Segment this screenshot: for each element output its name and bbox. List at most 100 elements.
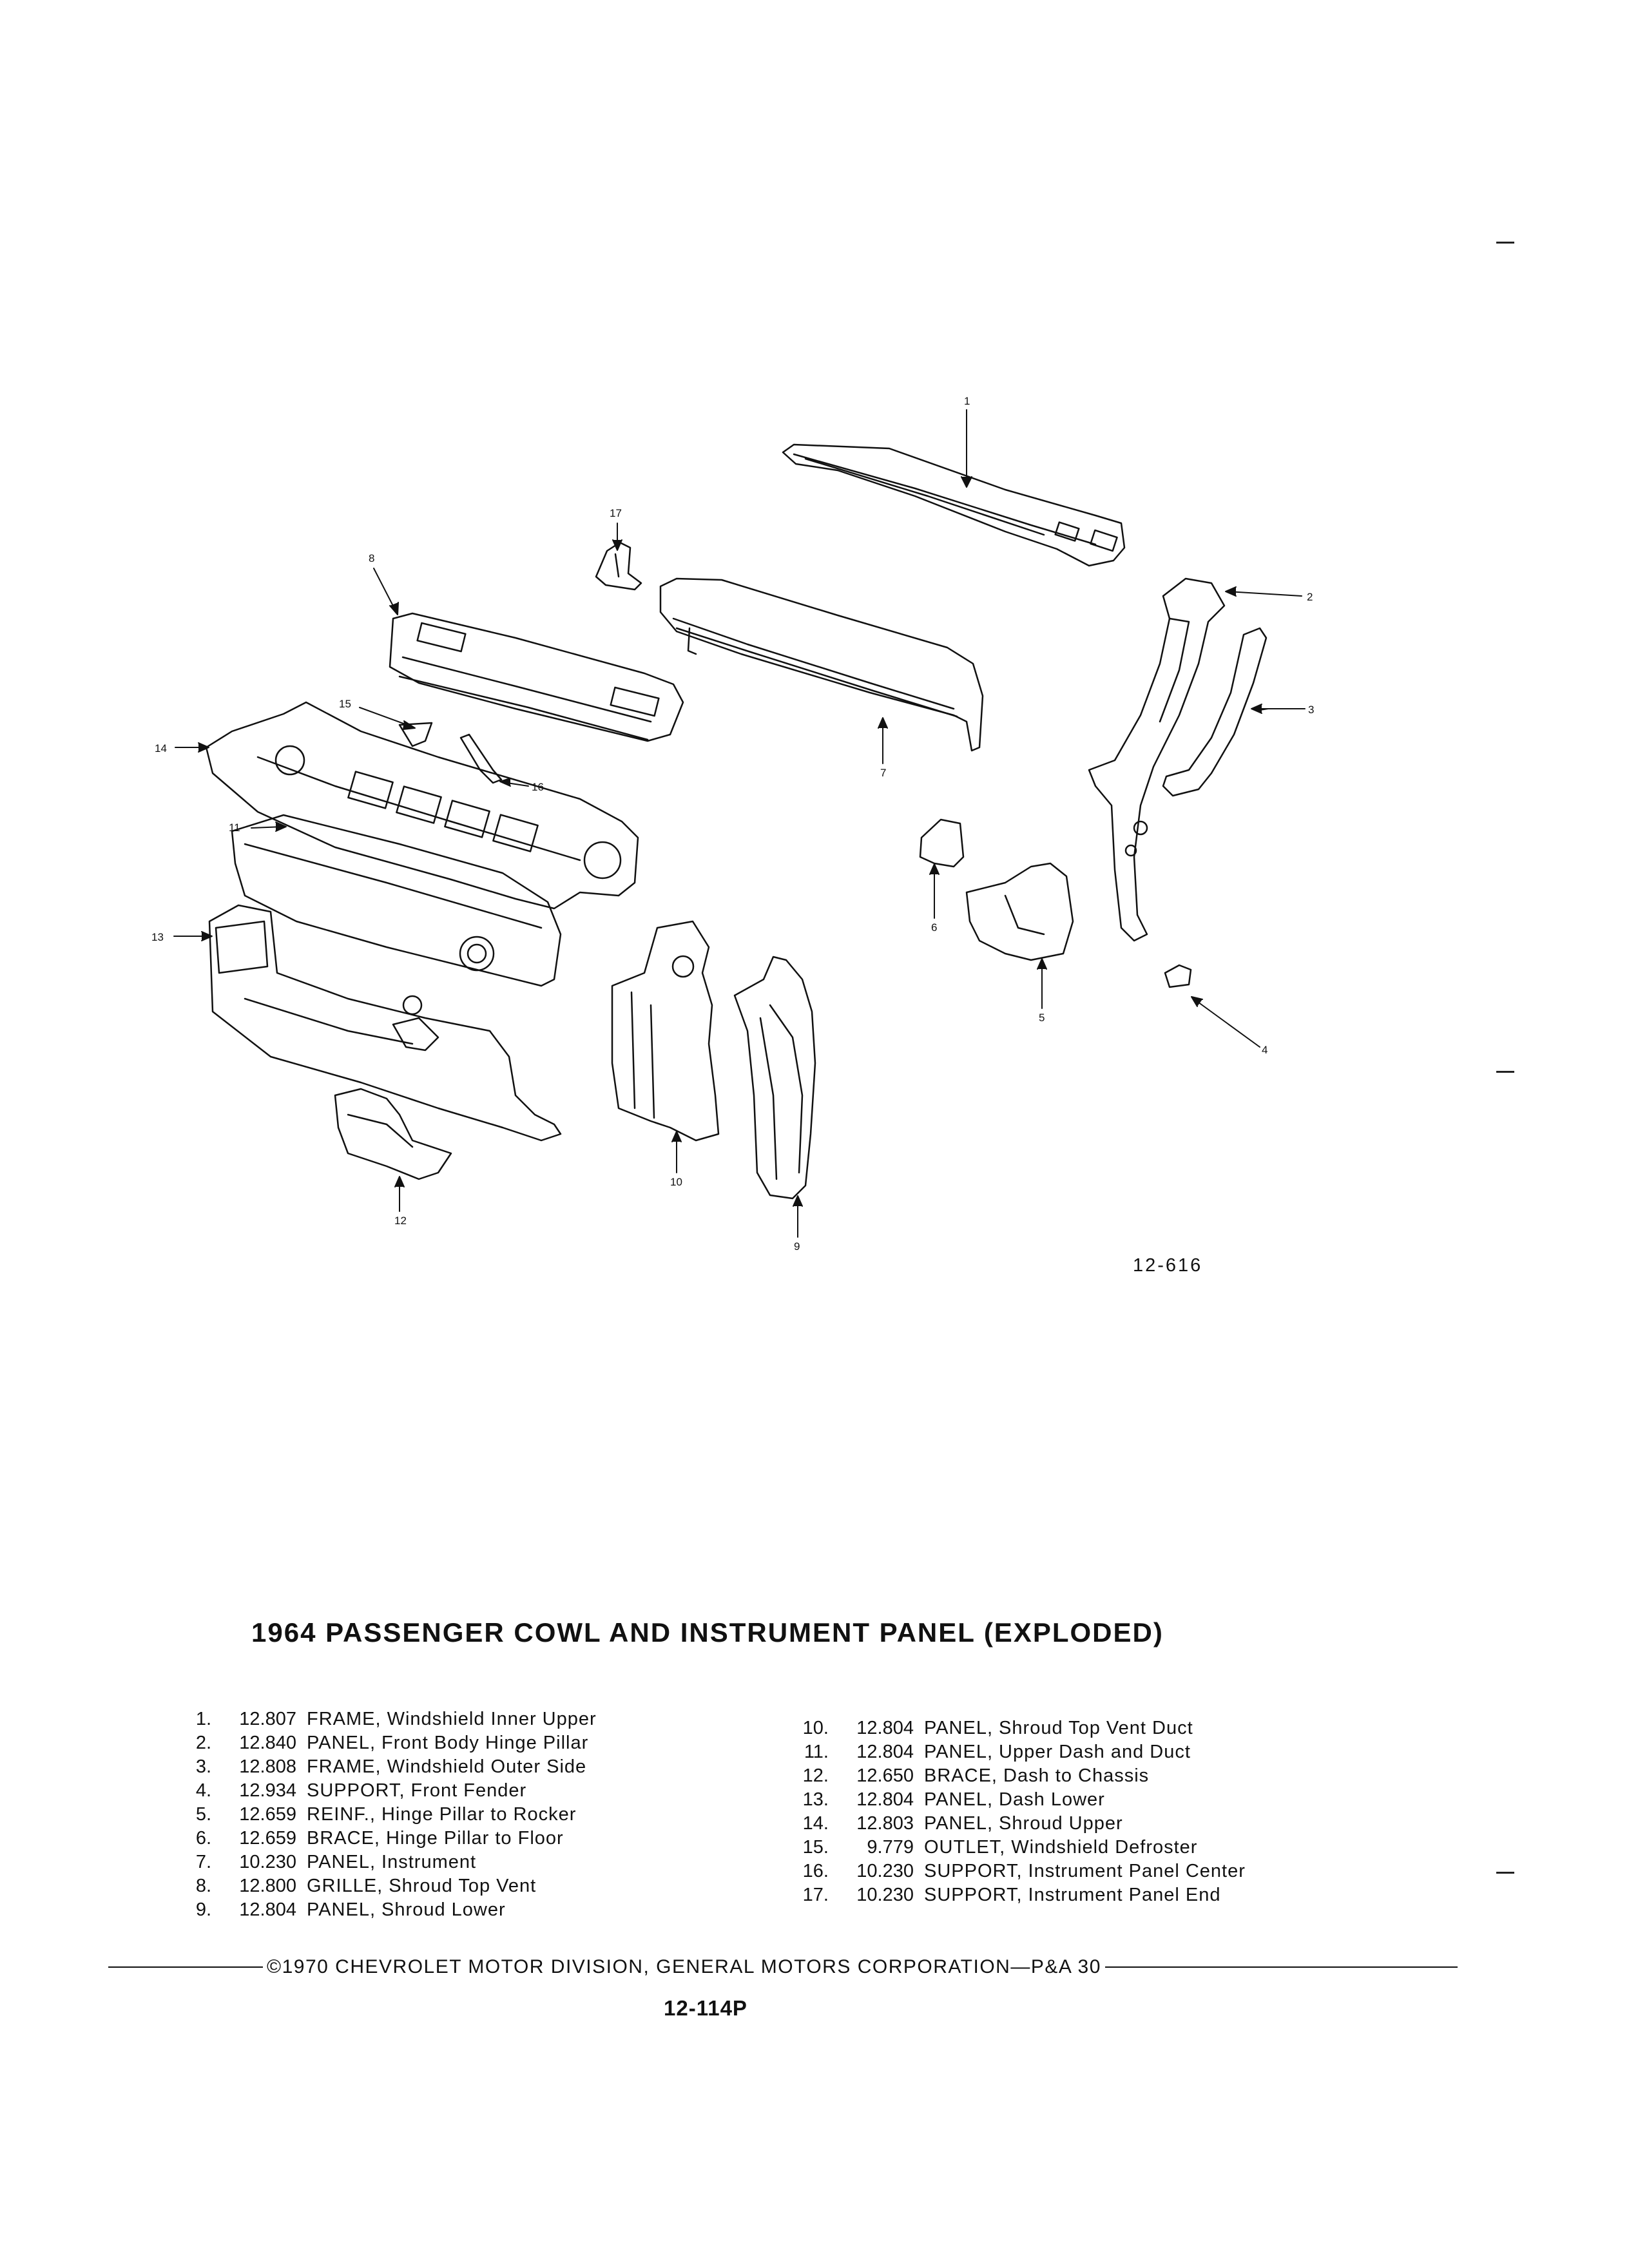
callout-11: 11 [229, 822, 240, 834]
item-number: 11. [804, 1742, 829, 1762]
callout-13: 13 [151, 931, 164, 943]
exploded-cowl-diagram: 1 2 3 4 5 6 7 8 9 10 11 12 13 14 15 16 1… [151, 395, 1314, 1253]
item-code: 9.779 [867, 1837, 914, 1858]
callout-8: 8 [369, 552, 374, 564]
item-code: 12.808 [239, 1756, 296, 1777]
item-number: 6. [195, 1828, 211, 1849]
footer-rule-right [1104, 1966, 1458, 1968]
callout-5: 5 [1039, 1012, 1045, 1024]
item-number: 12. [802, 1765, 829, 1786]
part-2-front-body-hinge-pillar [1088, 577, 1226, 942]
part-1-windshield-inner-upper-frame [782, 443, 1126, 567]
item-number: 5. [195, 1804, 211, 1825]
item-code: 12.650 [856, 1765, 914, 1786]
item-code: 10.230 [856, 1885, 914, 1905]
part-11-upper-dash-and-duct [231, 814, 562, 987]
item-code: 12.840 [239, 1733, 296, 1753]
item-code: 12.934 [239, 1780, 296, 1801]
item-code: 12.804 [856, 1789, 914, 1810]
item-code: 12.804 [239, 1899, 296, 1920]
part-9-shroud-lower [733, 956, 816, 1200]
callout-labels: 1 2 3 4 5 6 7 8 9 10 11 12 13 14 15 16 1… [151, 395, 1314, 1253]
parts-list-item: 17. 10.230 SUPPORT, Instrument Panel End [785, 1883, 1246, 1907]
callout-7: 7 [880, 767, 886, 779]
callout-17: 17 [610, 507, 622, 519]
callout-9: 9 [794, 1240, 800, 1253]
item-name: SUPPORT, Instrument Panel End [924, 1885, 1221, 1905]
part-16-center-support [459, 733, 503, 784]
item-name: BRACE, Dash to Chassis [924, 1765, 1150, 1786]
item-number: 2. [195, 1733, 211, 1753]
parts-list-item: 6. 12.659 BRACE, Hinge Pillar to Floor [168, 1827, 597, 1850]
item-name: SUPPORT, Instrument Panel Center [924, 1861, 1246, 1881]
item-number: 13. [802, 1789, 829, 1810]
item-code: 12.803 [856, 1813, 914, 1834]
item-name: SUPPORT, Front Fender [307, 1780, 527, 1801]
item-number: 17. [802, 1885, 829, 1905]
parts-list-item: 14. 12.803 PANEL, Shroud Upper [785, 1812, 1246, 1836]
item-number: 15. [802, 1837, 829, 1858]
part-6-hinge-pillar-floor-brace [919, 818, 965, 868]
item-number: 10. [802, 1718, 829, 1738]
footer-rule-left [108, 1966, 263, 1968]
margin-mark [1496, 242, 1514, 244]
callout-2: 2 [1307, 591, 1313, 603]
item-code: 12.659 [239, 1804, 296, 1825]
part-3-windshield-outer-side-frame [1162, 627, 1268, 797]
parts-list-item: 4. 12.934 SUPPORT, Front Fender [168, 1779, 597, 1803]
item-code: 10.230 [856, 1861, 914, 1881]
parts-list-item: 16. 10.230 SUPPORT, Instrument Panel Cente… [785, 1860, 1246, 1883]
callout-6: 6 [931, 921, 937, 934]
parts-list-item: 2. 12.840 PANEL, Front Body Hinge Pillar [168, 1731, 597, 1755]
callout-12: 12 [394, 1215, 407, 1227]
item-name: PANEL, Shroud Upper [924, 1813, 1123, 1834]
part-10-shroud-top-vent-duct [611, 920, 720, 1142]
item-name: PANEL, Front Body Hinge Pillar [307, 1733, 589, 1753]
callout-3: 3 [1308, 704, 1314, 716]
callout-10: 10 [670, 1176, 682, 1188]
part-15-defroster-outlet [398, 722, 433, 747]
item-code: 12.807 [239, 1709, 296, 1729]
item-code: 12.659 [239, 1828, 296, 1849]
page-number: 12-114P [664, 1996, 747, 2020]
item-name: PANEL, Dash Lower [924, 1789, 1105, 1810]
margin-mark [1496, 1071, 1514, 1073]
item-name: FRAME, Windshield Inner Upper [307, 1709, 597, 1729]
item-name: BRACE, Hinge Pillar to Floor [307, 1828, 564, 1849]
part-5-hinge-pillar-rocker-reinf [965, 862, 1074, 961]
part-7-instrument-panel [659, 577, 984, 752]
callout-16: 16 [532, 781, 544, 793]
part-12-dash-to-chassis-brace [334, 1088, 452, 1180]
parts-list-item: 15. 9.779 OUTLET, Windshield Defroster [785, 1836, 1246, 1860]
item-number: 14. [802, 1813, 829, 1834]
callout-15: 15 [339, 698, 351, 710]
margin-mark [1496, 1872, 1514, 1874]
item-number: 9. [195, 1899, 211, 1920]
parts-list-item: 11. 12.804 PANEL, Upper Dash and Duct [785, 1740, 1246, 1764]
item-name: PANEL, Shroud Lower [307, 1899, 506, 1920]
callout-1: 1 [964, 395, 970, 407]
page-title: 1964 PASSENGER COWL AND INSTRUMENT PANEL… [251, 1617, 1164, 1648]
item-name: OUTLET, Windshield Defroster [924, 1837, 1198, 1858]
item-name: PANEL, Upper Dash and Duct [924, 1742, 1191, 1762]
part-4-front-fender-support [1164, 964, 1192, 988]
item-code: 12.804 [856, 1742, 914, 1762]
part-13-dash-lower [208, 904, 562, 1142]
item-number: 4. [195, 1780, 211, 1801]
item-name: FRAME, Windshield Outer Side [307, 1756, 587, 1777]
parts-list-item: 9. 12.804 PANEL, Shroud Lower [168, 1898, 597, 1922]
parts-list-item: 13. 12.804 PANEL, Dash Lower [785, 1788, 1246, 1812]
item-code: 12.804 [856, 1718, 914, 1738]
copyright-text: ©1970 CHEVROLET MOTOR DIVISION, GENERAL … [267, 1956, 1101, 1977]
copyright-footer: ©1970 CHEVROLET MOTOR DIVISION, GENERAL … [108, 1956, 1458, 1978]
part-17-panel-end-support [595, 541, 642, 591]
item-number: 16. [802, 1861, 829, 1881]
part-8-shroud-top-vent-grille [389, 612, 684, 742]
